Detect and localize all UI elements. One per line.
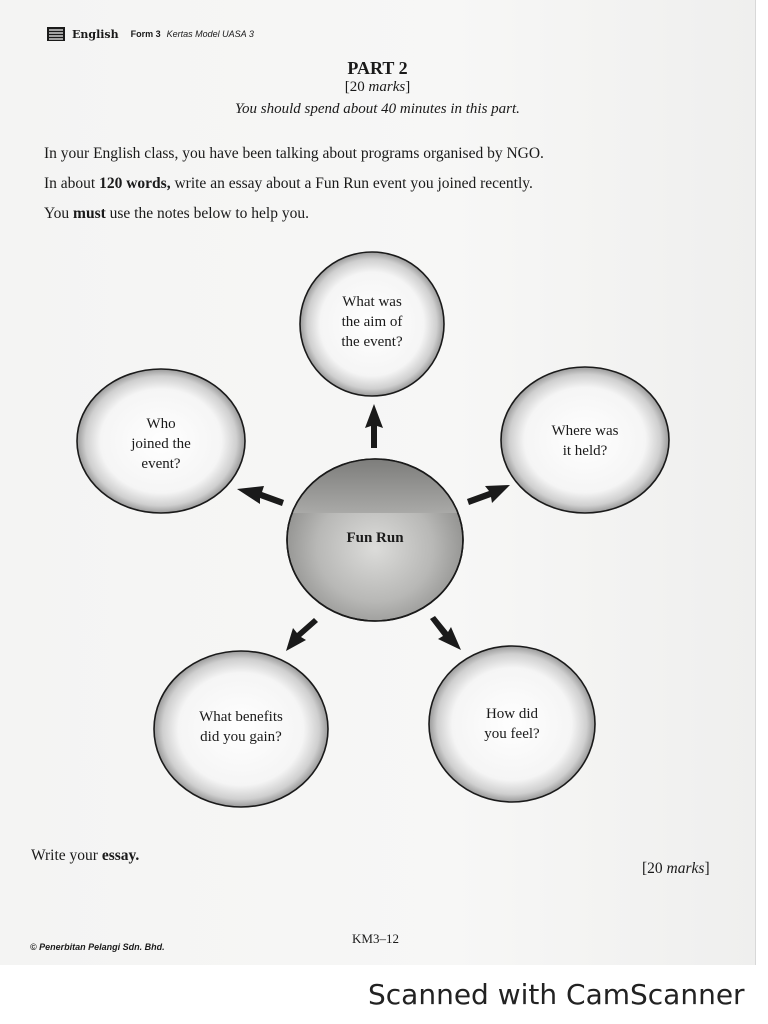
instruction-line-2: In about 120 words, write an essay about…	[44, 175, 533, 192]
instruction-line-1: In your English class, you have been tal…	[44, 145, 544, 162]
write-essay-instruction: Write your essay.	[31, 847, 140, 864]
publisher-credit: © Penerbitan Pelangi Sdn. Bhd.	[30, 942, 165, 952]
arrow-up	[365, 404, 383, 448]
bubble-feel-text: How did you feel?	[484, 706, 540, 742]
arrow-up-left	[237, 486, 284, 506]
center-label: Fun Run	[346, 530, 404, 546]
book-icon	[46, 26, 66, 42]
arrow-down-left	[286, 618, 318, 651]
header-paper: Kertas Model UASA 3	[166, 29, 254, 39]
bubble-who	[76, 368, 246, 514]
part-title: PART 2	[347, 58, 408, 78]
part-marks: [20 marks]	[344, 79, 411, 95]
mind-map	[76, 251, 670, 808]
bubble-benefits-text: What benefits did you gain?	[199, 709, 283, 745]
bubble-feel	[428, 645, 596, 803]
header-subject: English	[72, 27, 119, 41]
bubble-aim-text: What was the aim of the event?	[341, 294, 403, 350]
time-instruction: You should spend about 40 minutes in thi…	[235, 101, 520, 117]
bubble-where	[500, 366, 670, 514]
essay-marks: [20 marks]	[642, 860, 710, 877]
bubble-benefits	[153, 650, 329, 808]
page-edge	[755, 0, 768, 965]
camscanner-watermark: Scanned with CamScanner	[368, 978, 745, 1011]
header-form: Form 3	[130, 29, 161, 39]
bubble-where-text: Where was it held?	[551, 423, 619, 459]
bubble-who-text: Who joined the event?	[131, 416, 191, 472]
arrow-up-right	[467, 485, 510, 505]
page-code: KM3–12	[352, 931, 399, 946]
page-header: English Form 3 Kertas Model UASA 3	[46, 24, 254, 44]
instruction-line-3: You must use the notes below to help you…	[44, 205, 309, 222]
bubble-aim	[299, 251, 445, 397]
arrow-down-right	[430, 616, 461, 650]
